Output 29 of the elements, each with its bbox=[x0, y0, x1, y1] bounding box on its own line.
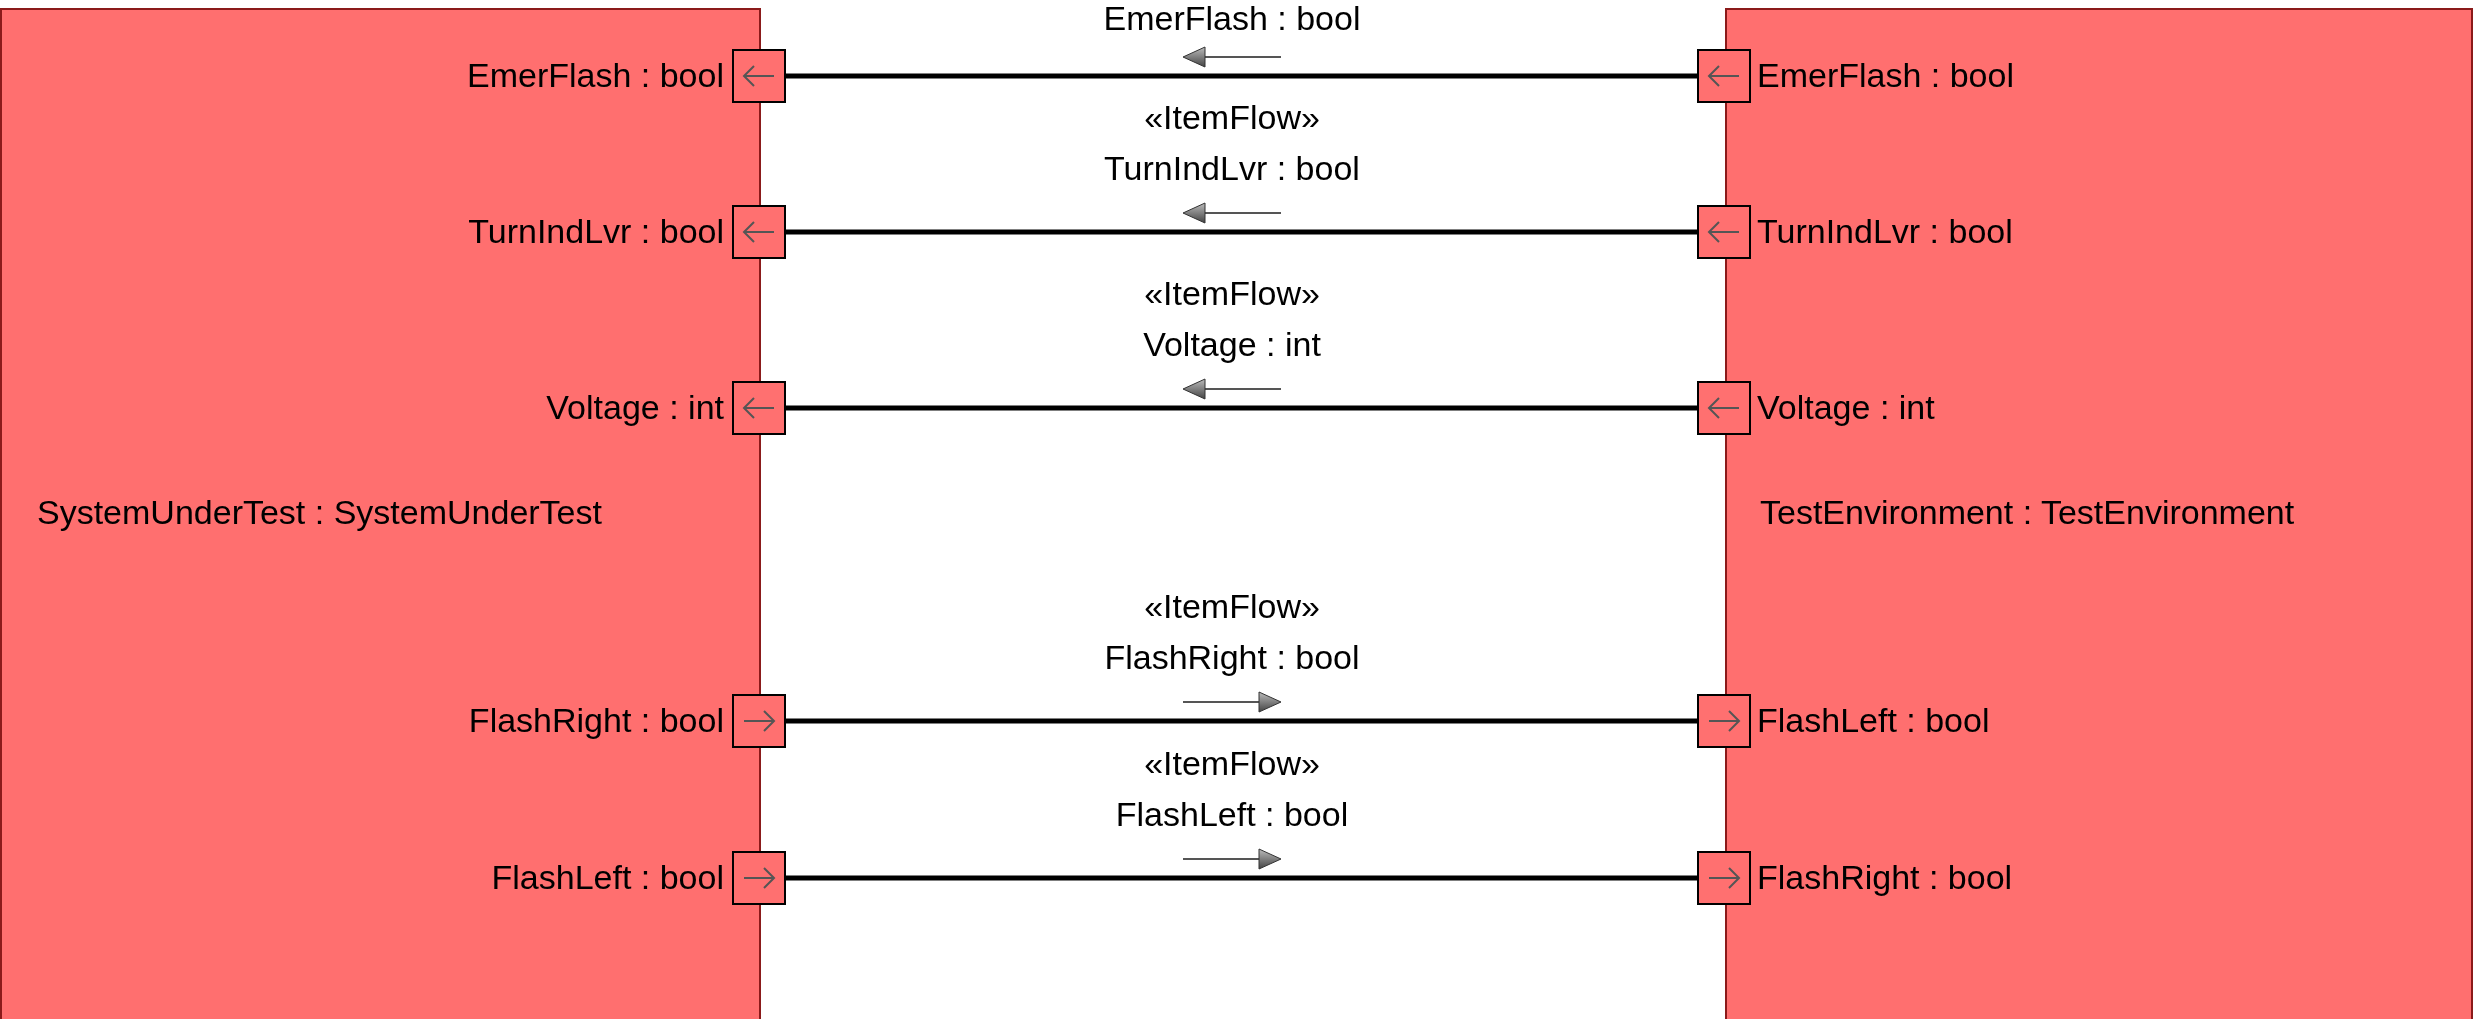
connector-line bbox=[786, 73, 1697, 79]
port-label: FlashRight : bool bbox=[1757, 857, 2013, 898]
port-label: Voltage : int bbox=[1757, 387, 1935, 428]
block-name: TestEnvironment : TestEnvironment bbox=[1760, 492, 2295, 533]
port-square bbox=[1697, 49, 1751, 103]
port-label: FlashLeft : bool bbox=[491, 857, 724, 898]
port-square bbox=[732, 205, 786, 259]
port-label: TurnIndLvr : bool bbox=[1757, 211, 2013, 252]
port-square bbox=[1697, 381, 1751, 435]
port-label: FlashLeft : bool bbox=[1757, 700, 1990, 741]
block-rectangle bbox=[0, 8, 761, 1019]
port-label: TurnIndLvr : bool bbox=[468, 211, 724, 252]
block-rectangle bbox=[1725, 8, 2473, 1019]
connector-line bbox=[786, 875, 1697, 881]
connector-line bbox=[786, 405, 1697, 411]
port-square bbox=[732, 49, 786, 103]
port-label: EmerFlash : bool bbox=[467, 55, 724, 96]
port-square bbox=[732, 694, 786, 748]
port-label: Voltage : int bbox=[546, 387, 724, 428]
block-name: SystemUnderTest : SystemUnderTest bbox=[37, 492, 602, 533]
connector-line bbox=[786, 229, 1697, 235]
port-square bbox=[732, 381, 786, 435]
port-label: EmerFlash : bool bbox=[1757, 55, 2014, 96]
connector-line bbox=[786, 718, 1697, 724]
port-square bbox=[732, 851, 786, 905]
port-square bbox=[1697, 205, 1751, 259]
port-square bbox=[1697, 851, 1751, 905]
port-square bbox=[1697, 694, 1751, 748]
port-label: FlashRight : bool bbox=[468, 700, 724, 741]
